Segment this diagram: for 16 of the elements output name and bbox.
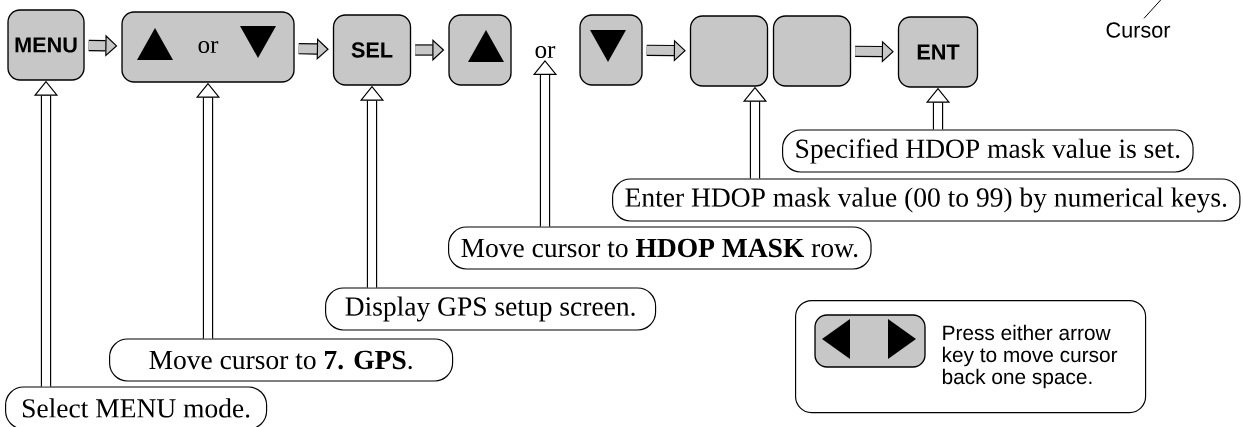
callout-bubble: Display GPS setup screen. [325,287,657,331]
label-text: Cursor [1106,22,1171,38]
callout-bubble: Move cursor to HDOP MASK row. [448,226,872,270]
key-button [772,15,852,87]
key-button: SEL [332,14,412,86]
callout-bubble: Select MENU mode. [5,386,268,427]
key-button: MENU [7,9,85,81]
key-button [689,15,769,87]
key-button: ENT [897,16,979,88]
key-button: or [121,11,295,83]
label-text: or [535,46,556,58]
callout-bubble: Specified HDOP mask value is set. [782,129,1194,173]
note-box: Press either arrow key to move cursor back one space. [795,300,1147,414]
hollow-arrow [88,34,118,57]
callout-bubble: Enter HDOP mask value (00 to 99) by numerical keys. [612,178,1241,222]
callout-bubble: Move cursor to 7. GPS. [109,338,454,382]
